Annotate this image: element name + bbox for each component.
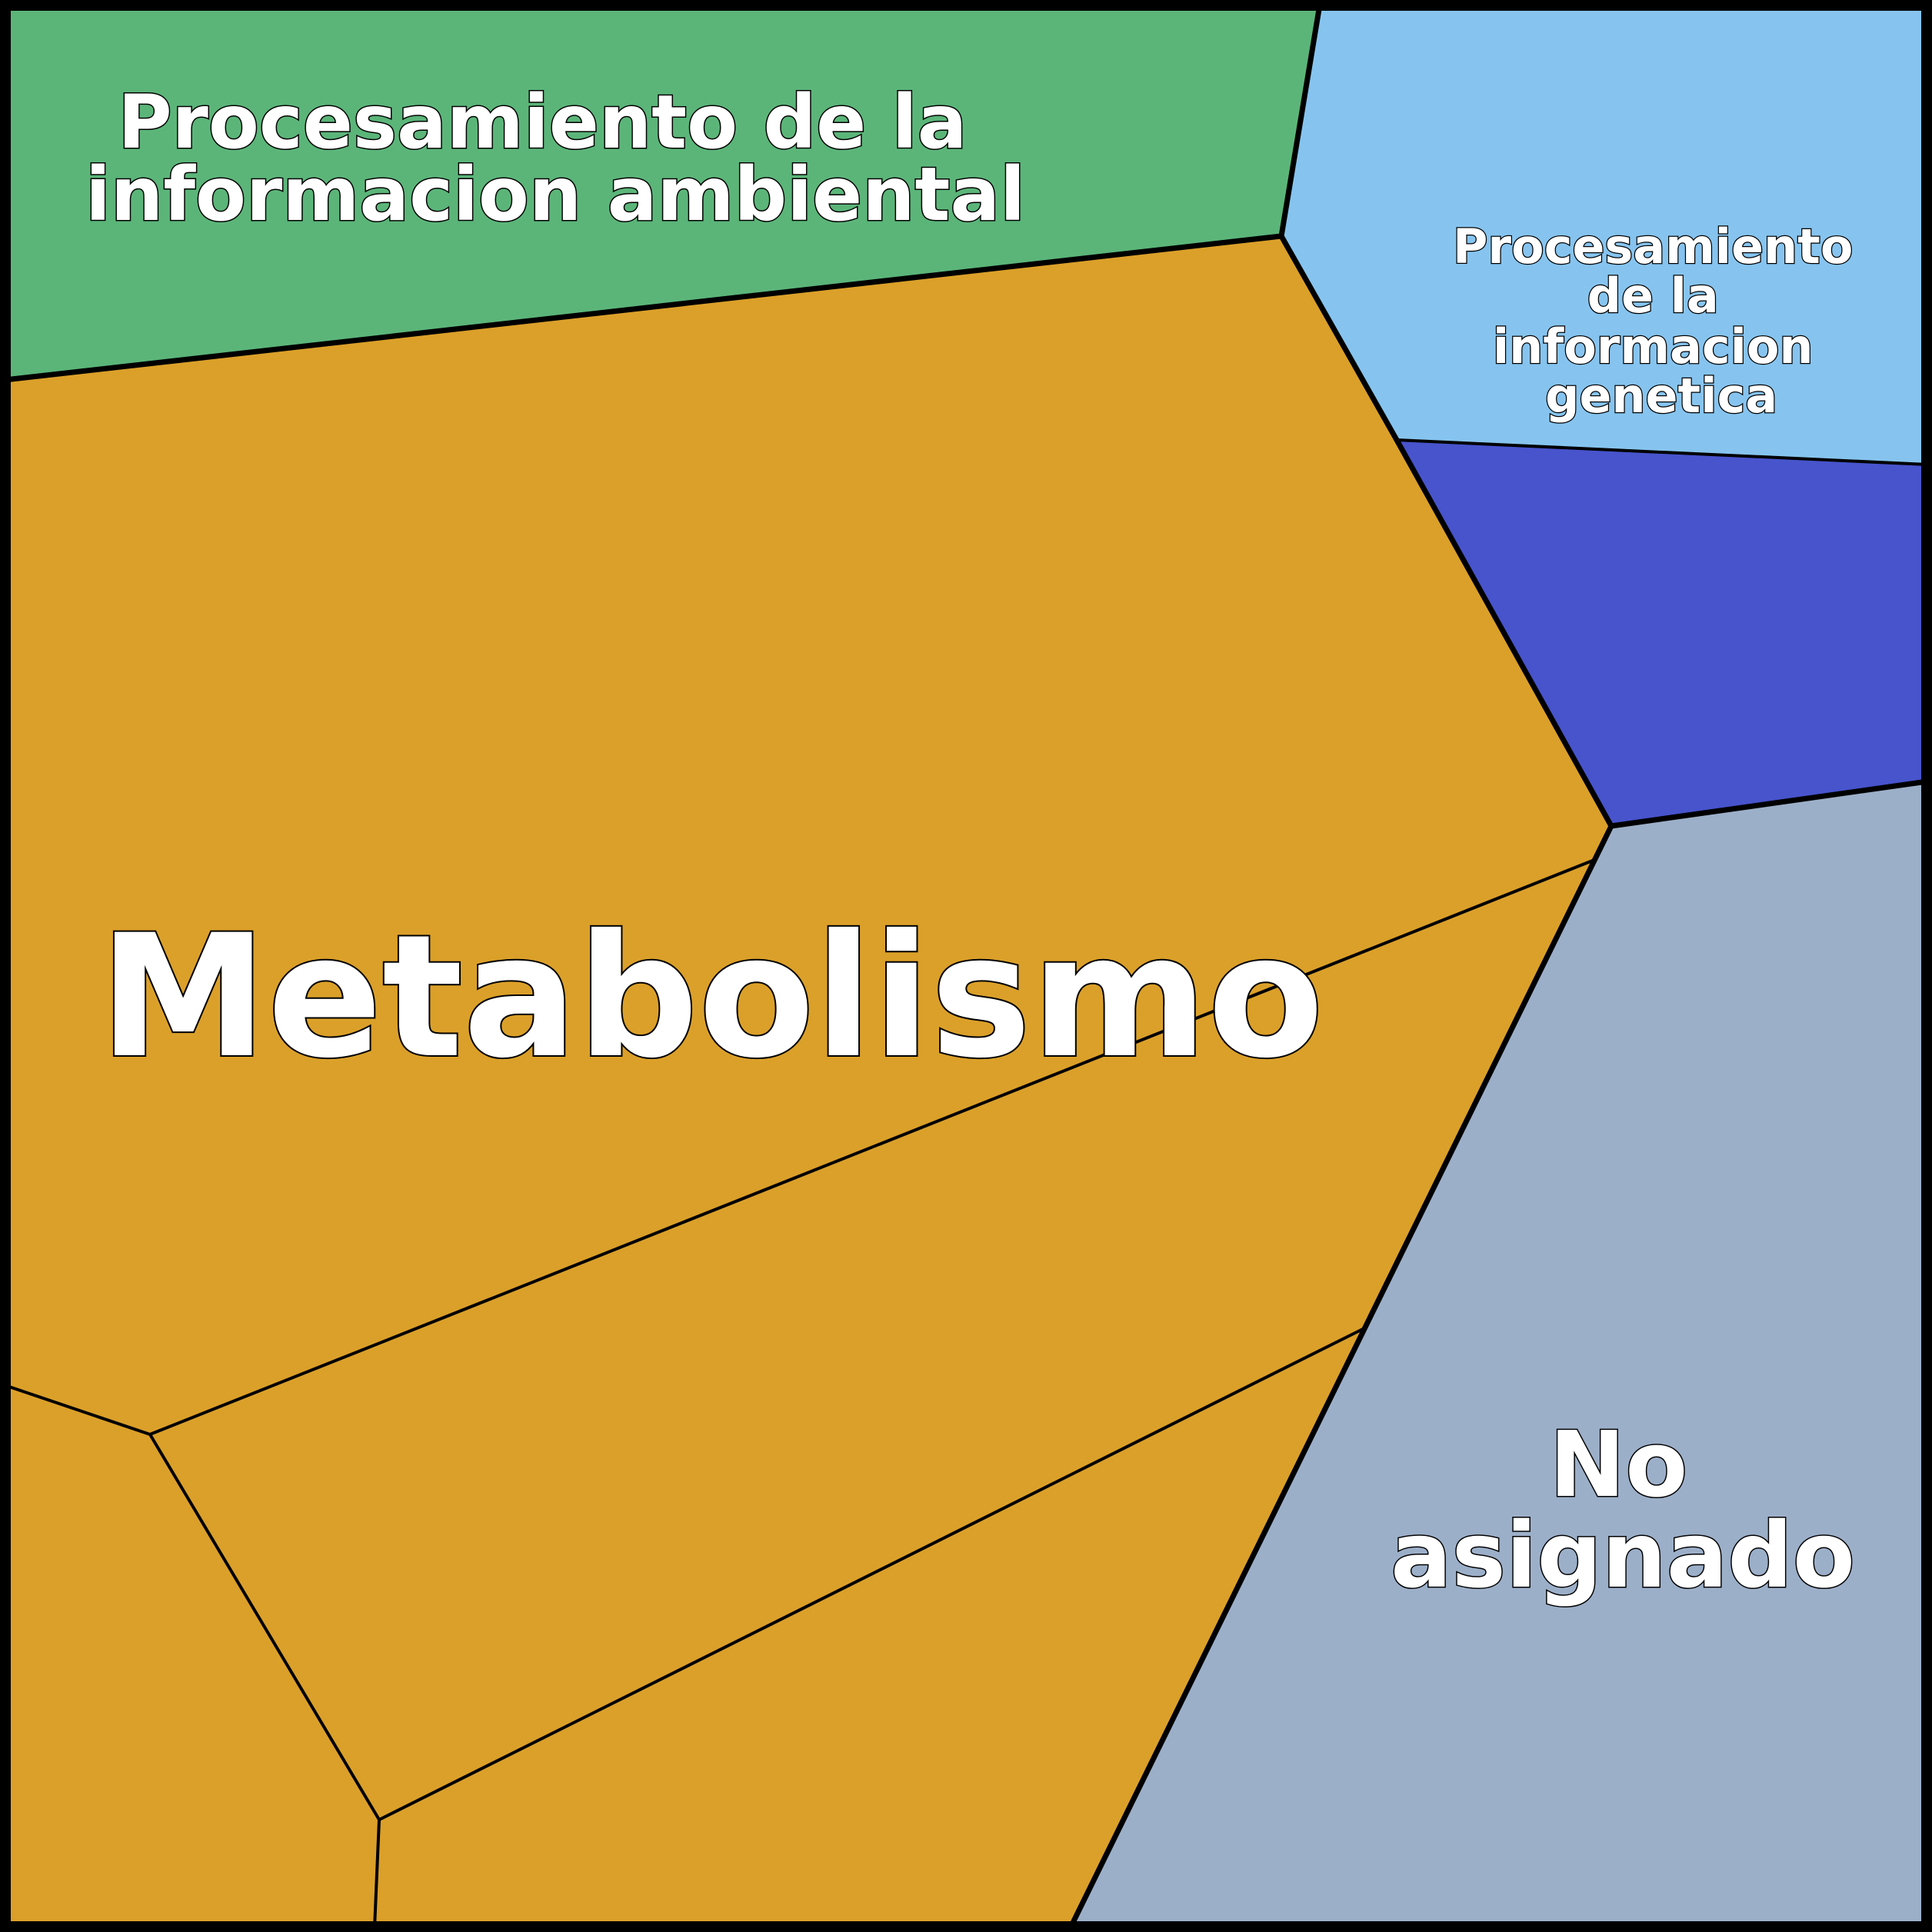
label-unassigned: No asignado bbox=[1391, 1411, 1855, 1608]
label-unassigned-line2: asignado bbox=[1391, 1502, 1855, 1608]
label-genetic-line3: informacion bbox=[1493, 318, 1814, 375]
border-metabolism-genetic bbox=[1068, 235, 1614, 1929]
region-genetic-processing[interactable] bbox=[1281, 5, 1927, 465]
label-genetic-processing: Procesamiento de la informacion genetica bbox=[1453, 218, 1870, 424]
label-metabolism: Metabolismo bbox=[99, 898, 1324, 1095]
label-environmental-processing: Procesamiento de la informacion ambienta… bbox=[85, 79, 1025, 238]
region-metabolism[interactable] bbox=[5, 236, 1611, 1927]
label-genetic-line1: Procesamiento bbox=[1453, 218, 1853, 275]
border-genetic-unassigned bbox=[1611, 778, 1928, 829]
region-unassigned[interactable] bbox=[1071, 781, 1927, 1927]
region-environmental-processing[interactable] bbox=[5, 5, 1320, 380]
label-genetic-line2: de la bbox=[1587, 268, 1719, 324]
label-unassigned-line1: No bbox=[1550, 1411, 1688, 1517]
label-environmental-line1: Procesamiento de la bbox=[118, 79, 967, 165]
label-genetic-line4: genetica bbox=[1545, 368, 1777, 424]
label-environmental-line2: informacion ambiental bbox=[85, 152, 1025, 238]
region-genetic-subcell[interactable] bbox=[1397, 440, 1927, 826]
border-genetic-subdivision bbox=[1396, 438, 1928, 466]
metabolism-subdivision-lower bbox=[373, 1819, 381, 1928]
